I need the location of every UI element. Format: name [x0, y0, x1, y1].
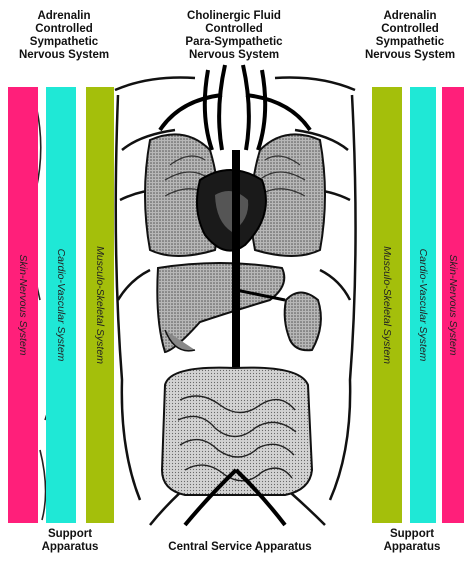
left-skin-nervous-bar: Skin-Nervous System [8, 87, 38, 523]
kidney [285, 293, 321, 351]
right-cardio-vascular-bar: Cardio-Vascular System [410, 87, 436, 523]
right-skin-nervous-text: Skin-Nervous System [447, 255, 459, 356]
left-skin-nervous-text: Skin-Nervous System [17, 255, 29, 356]
right-musculo-skeletal-bar: Musculo-Skeletal System [372, 87, 402, 523]
central-service-apparatus-label: Central Service Apparatus [140, 541, 340, 554]
right-musculo-skeletal-text: Musculo-Skeletal System [381, 246, 393, 364]
right-cardio-vascular-text: Cardio-Vascular System [417, 249, 429, 362]
left-musculo-skeletal-bar: Musculo-Skeletal System [86, 87, 114, 523]
left-cardio-vascular-bar: Cardio-Vascular System [46, 87, 76, 523]
right-skin-nervous-bar: Skin-Nervous System [442, 87, 464, 523]
left-cardio-vascular-text: Cardio-Vascular System [55, 249, 67, 362]
left-musculo-skeletal-text: Musculo-Skeletal System [94, 246, 106, 364]
